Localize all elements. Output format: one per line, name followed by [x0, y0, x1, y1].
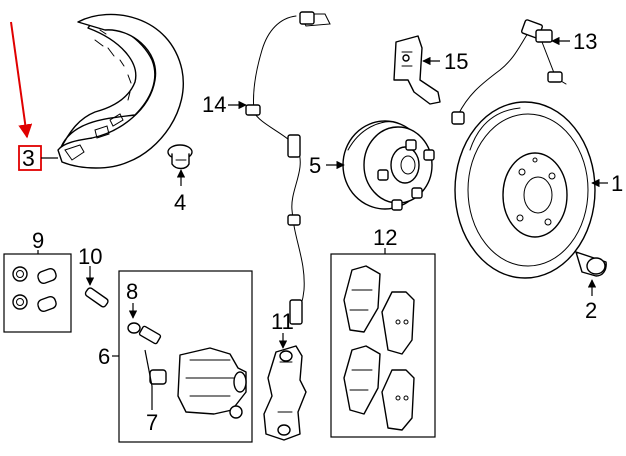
callout-8: 8 [126, 279, 138, 304]
callout-7: 7 [146, 410, 158, 435]
rotor-screw-part [575, 251, 607, 277]
callout-11: 11 [271, 309, 294, 334]
callout-4: 4 [174, 190, 186, 215]
guide-pin-part [84, 287, 109, 308]
guide-bolt-part [138, 325, 167, 385]
brake-rotor-part [454, 101, 596, 279]
guide-bushing-kit [12, 266, 57, 313]
callout-14: 14 [202, 92, 226, 117]
callout-10: 10 [78, 244, 102, 269]
kit-box-9 [3, 253, 72, 333]
dust-shield-part [57, 13, 184, 169]
callout-1: 1 [611, 171, 623, 196]
callout-12: 12 [373, 225, 397, 250]
caliper-bracket-part [263, 345, 307, 441]
brake-hose-part [451, 19, 567, 125]
callout-5: 5 [309, 153, 321, 178]
callout-15: 15 [444, 49, 468, 74]
callout-9: 9 [32, 228, 44, 253]
bleeder-cap-part [127, 322, 141, 334]
pads-box-12 [330, 253, 436, 438]
sensor-bracket-part [393, 35, 441, 105]
red-pointer-arrow-icon [10, 21, 33, 139]
callout-3: 3 [22, 145, 35, 171]
brake-pad-set [343, 265, 415, 431]
callout-2: 2 [585, 298, 597, 323]
wheel-hub-part [342, 120, 435, 211]
wheel-speed-sensor-part [245, 11, 331, 325]
callout-6: 6 [98, 344, 110, 369]
shield-bolt-part [167, 144, 193, 170]
callout-13: 13 [573, 29, 597, 54]
caliper-body-part [177, 347, 247, 419]
